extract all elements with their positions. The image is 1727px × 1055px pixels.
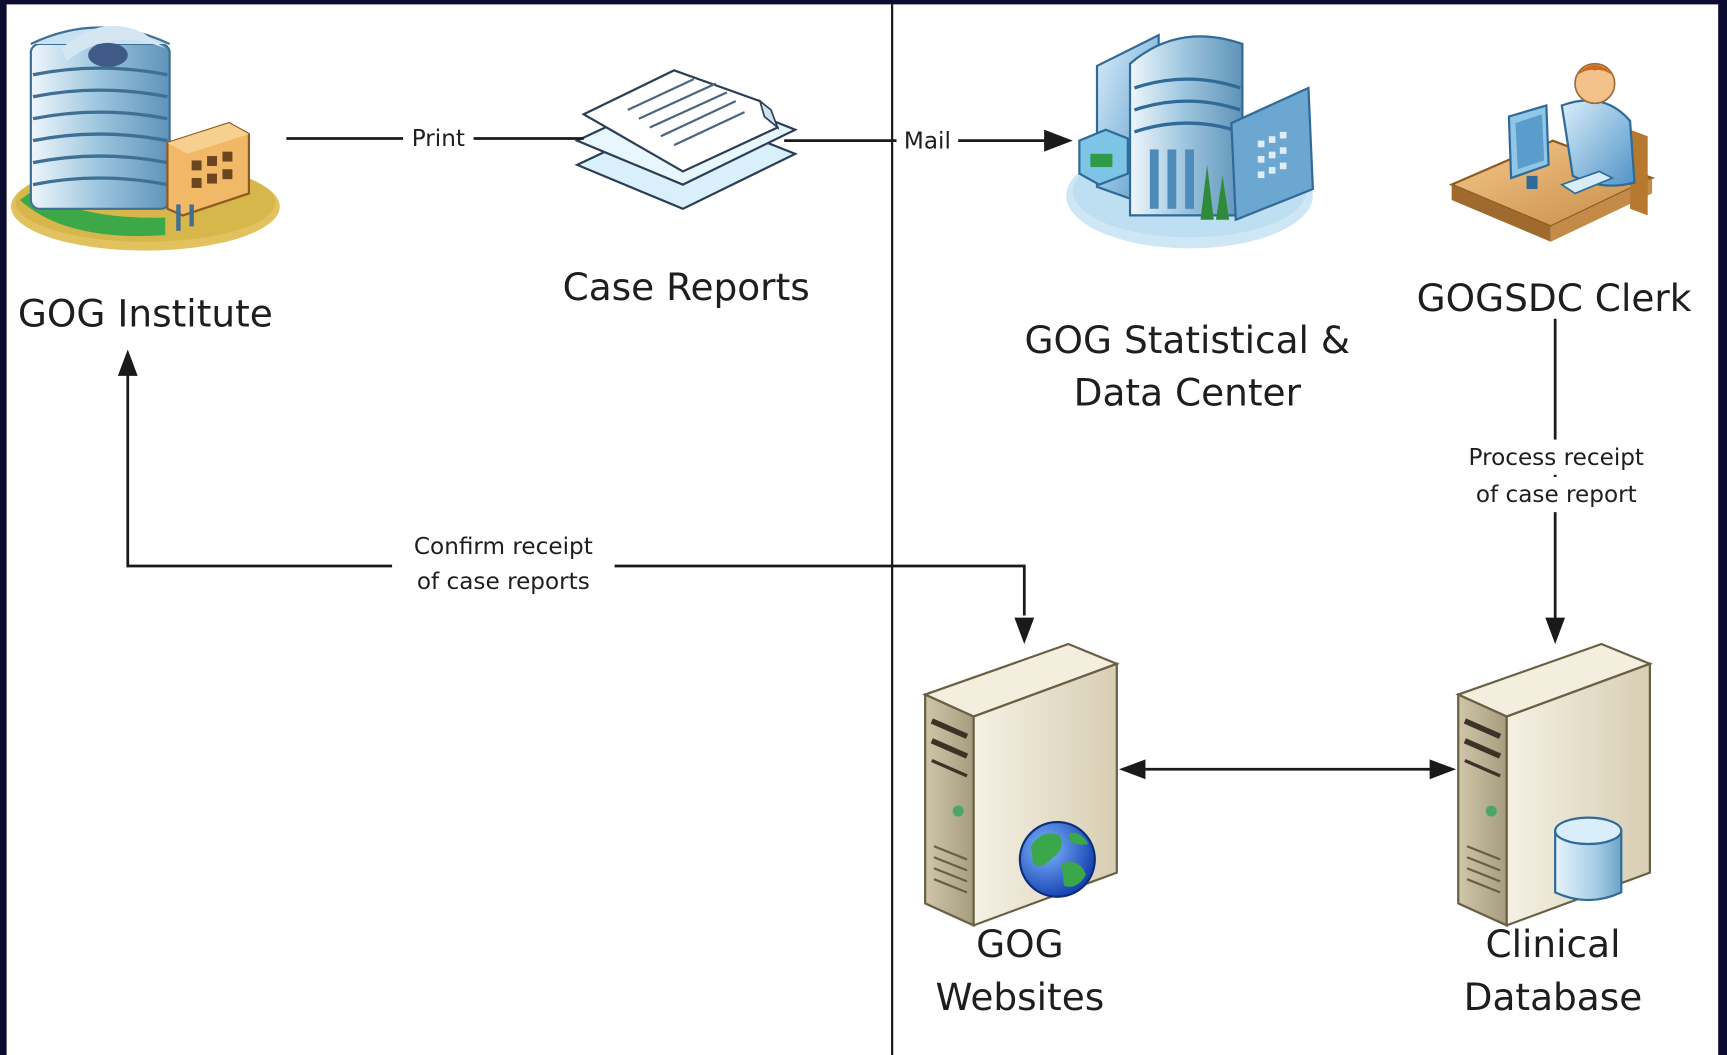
websites-label-line1: GOG: [976, 923, 1064, 968]
web-server-icon: [922, 642, 1120, 928]
gog-institute-label: GOG Institute: [17, 292, 273, 337]
connectors: [126, 137, 1557, 771]
confirm-to-institute-arrowhead: [117, 349, 138, 376]
clerk-label: GOGSDC Clerk: [1416, 276, 1692, 321]
mail-edge-label: Mail: [896, 123, 959, 159]
statistical-center-label-line2: Data Center: [1073, 371, 1301, 416]
arrowheads: [117, 129, 1566, 780]
process-edge-label-line2: of case report: [1447, 476, 1666, 513]
sync-right-arrowhead: [1429, 759, 1457, 780]
mail-arrowhead: [1044, 129, 1073, 152]
swimlane-divider: [891, 4, 894, 1055]
process-arrowhead: [1545, 617, 1566, 645]
sync-left-arrowhead: [1119, 759, 1146, 780]
database-server-icon: [1455, 642, 1653, 928]
office-building-icon: [11, 25, 280, 251]
datacenter-building-icon: [1066, 33, 1315, 249]
clerk-workstation-icon: [1448, 62, 1655, 242]
confirm-to-websites-arrowhead: [1014, 617, 1035, 645]
database-label-line1: Clinical: [1485, 923, 1621, 968]
diagram-frame: [6, 4, 1719, 1055]
confirm-edge-label-line1: Confirm receipt: [392, 528, 615, 564]
websites-label-line2: Websites: [935, 975, 1105, 1020]
process-edge-label-line1: Process receipt: [1447, 439, 1666, 475]
statistical-center-label-line1: GOG Statistical &: [1024, 318, 1351, 363]
database-label-line2: Database: [1463, 975, 1643, 1020]
case-reports-label: Case Reports: [562, 265, 810, 310]
confirm-edge-label-line2: of case reports: [392, 563, 615, 599]
print-edge-label: Print: [403, 120, 474, 157]
document-stack-icon: [574, 69, 798, 211]
